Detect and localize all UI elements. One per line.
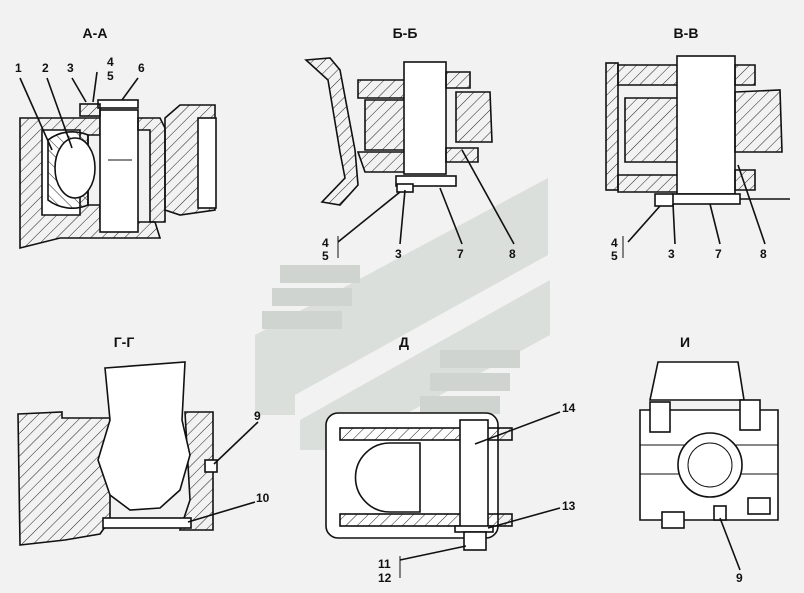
callout-10: 10	[256, 491, 270, 505]
callout-5: 5	[322, 249, 329, 263]
callout-13: 13	[562, 499, 576, 513]
callout-2: 2	[42, 61, 49, 75]
view-vv: В-В 4 5 3 7 8	[605, 25, 790, 263]
callout-4: 4	[322, 236, 329, 250]
callout-3: 3	[67, 61, 74, 75]
view-aa: А-А 1 2 3 4 5 6	[15, 25, 217, 250]
callout-1: 1	[15, 61, 22, 75]
watermark-logo	[255, 178, 550, 450]
view-bb-title: Б-Б	[393, 25, 418, 41]
view-aa-title: А-А	[83, 25, 108, 41]
callout-6: 6	[138, 61, 145, 75]
callout-11: 11	[378, 557, 391, 571]
callout-7: 7	[715, 247, 722, 261]
view-i-title: И	[680, 334, 690, 350]
callout-5: 5	[107, 69, 114, 83]
callout-12: 12	[378, 571, 392, 585]
view-d: Д 14 13 11 12	[325, 334, 576, 585]
view-bb: Б-Б 4 5 3 7 8	[304, 25, 516, 263]
callout-5: 5	[611, 249, 618, 263]
view-i: И 9	[639, 334, 779, 585]
callout-3: 3	[668, 247, 675, 261]
callout-3: 3	[395, 247, 402, 261]
callout-8: 8	[760, 247, 767, 261]
callout-7: 7	[457, 247, 464, 261]
callout-4: 4	[107, 55, 114, 69]
view-gg-title: Г-Г	[114, 334, 135, 350]
callout-9: 9	[736, 571, 743, 585]
view-d-title: Д	[399, 334, 409, 350]
callout-9: 9	[254, 409, 261, 423]
view-gg: Г-Г 9 10	[17, 334, 270, 546]
callout-14: 14	[562, 401, 576, 415]
callout-8: 8	[509, 247, 516, 261]
callout-4: 4	[611, 236, 618, 250]
view-vv-title: В-В	[674, 25, 699, 41]
